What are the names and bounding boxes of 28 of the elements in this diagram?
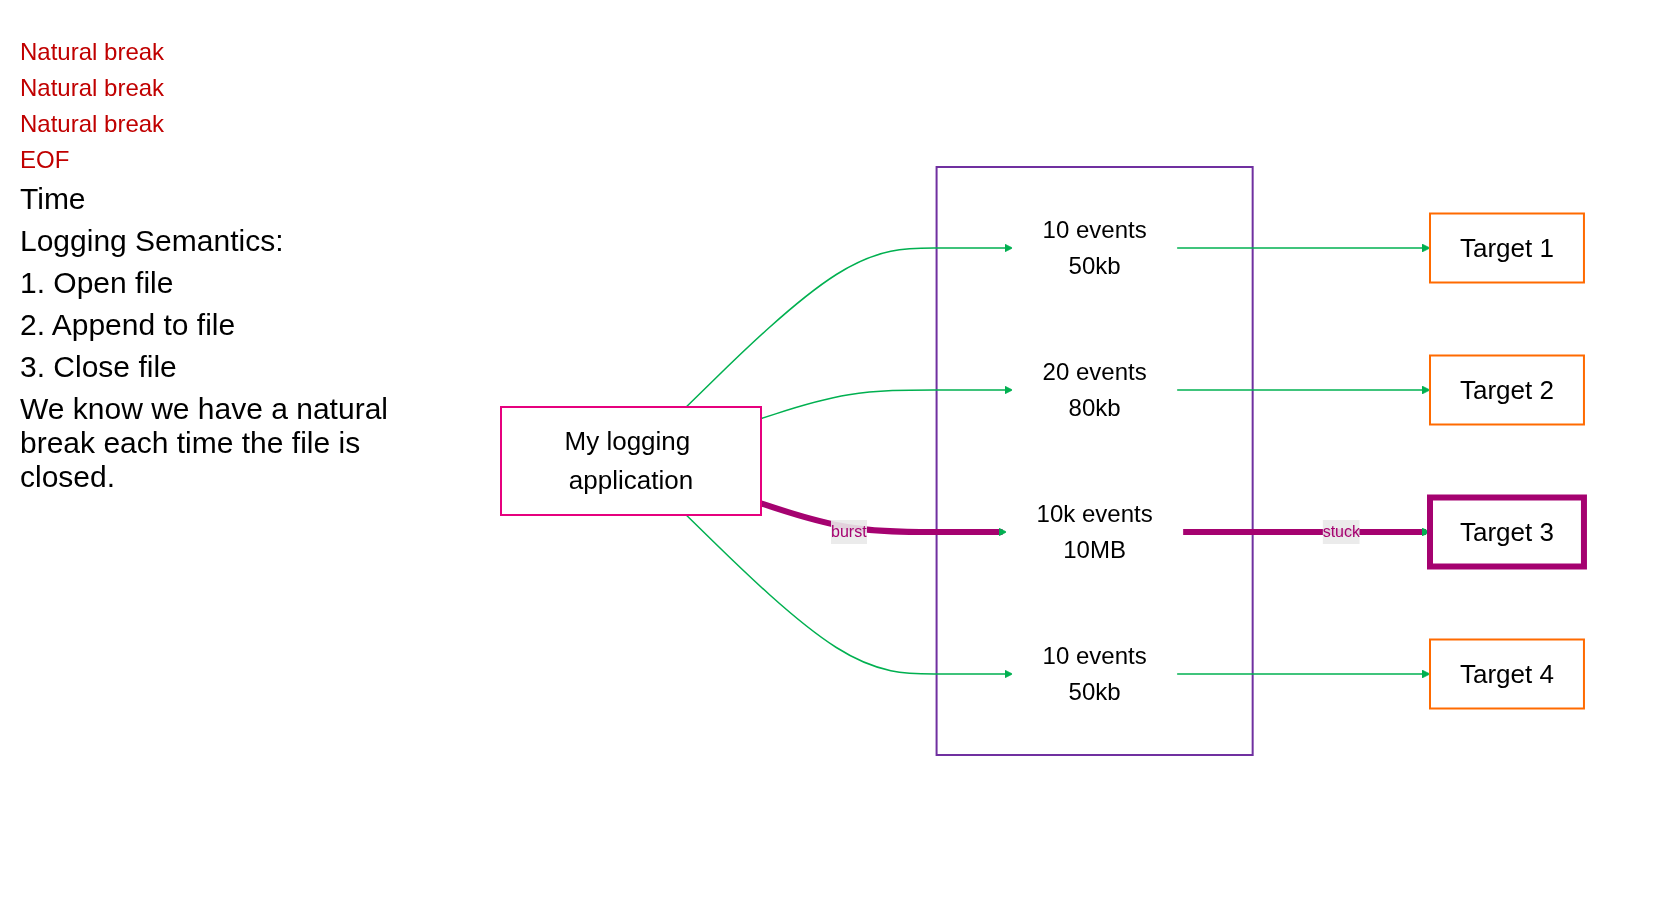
break-marker-text: EOF: [20, 146, 71, 174]
note-text: 3. Close file: [20, 350, 178, 384]
note-text: Logging Semantics:: [20, 224, 285, 258]
node-text: 20 events 80kb: [1042, 358, 1147, 421]
node-box: Target 2: [1429, 354, 1585, 426]
node-box: Target 4: [1429, 638, 1585, 710]
node-box: Target 3: [1427, 494, 1587, 570]
break-marker-text: Natural break: [20, 38, 166, 66]
node-text: 10k events 10MB: [1036, 500, 1153, 563]
arrow: [685, 514, 1013, 679]
break-marker-text: Natural break: [20, 74, 166, 102]
arrow: [685, 243, 1013, 408]
arrow: [1175, 243, 1431, 253]
note-text: Time: [20, 182, 87, 216]
note-text: 1. Open file: [20, 266, 175, 300]
arrow: [1175, 669, 1431, 679]
arrow: [760, 500, 1007, 537]
edge-label: stuck: [1322, 523, 1361, 540]
cluster: [935, 166, 1254, 756]
break-marker-text: Natural break: [20, 110, 166, 138]
note-text: 2. Append to file: [20, 308, 237, 342]
note-text: We know we have a natural break each time the file is closed.: [20, 392, 389, 494]
node-text: 10 events 50kb: [1042, 216, 1147, 279]
arrow: [1175, 385, 1431, 395]
edge-label: burst: [831, 523, 867, 540]
node-text: 10 events 50kb: [1042, 642, 1147, 705]
node-box: My logging application: [500, 406, 762, 516]
node-box: Target 1: [1429, 212, 1585, 284]
